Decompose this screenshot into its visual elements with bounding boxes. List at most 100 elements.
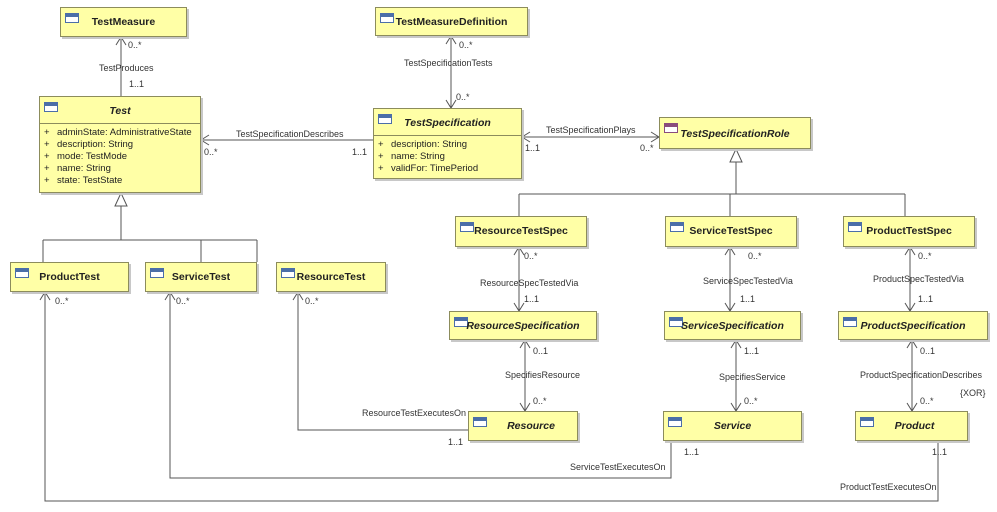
attribute: +mode: TestMode <box>44 151 128 162</box>
mult-describes-test: 0..* <box>204 147 218 157</box>
class-icon <box>843 317 857 327</box>
specifies-resource-arrow-top <box>519 339 531 349</box>
attribute: +adminState: AdministrativeState <box>44 127 192 138</box>
class-name: TestMeasure <box>91 16 156 28</box>
label-service-spec-tested-via: ServiceSpecTestedVia <box>703 276 793 286</box>
class-resource-test[interactable]: ResourceTest <box>276 262 386 292</box>
mult-plays-spec: 1..1 <box>525 143 540 153</box>
attribute: +description: String <box>44 139 134 150</box>
class-name: ProductSpecification <box>860 320 966 332</box>
mult-service-test: 0..* <box>176 296 190 306</box>
test-generalization-line <box>42 206 258 262</box>
mult-describes-spec: 1..1 <box>352 147 367 157</box>
class-icon <box>454 317 468 327</box>
mult-resource-spec-bottom: 0..1 <box>533 346 548 356</box>
class-test-specification-role[interactable]: TestSpecificationRole <box>659 117 811 149</box>
test-specification-plays-arrow-left <box>521 131 531 143</box>
mult-test-measure-definition: 0..* <box>459 40 473 50</box>
class-test[interactable]: Test +adminState: AdministrativeState +d… <box>39 96 201 193</box>
label-specifies-resource: SpecifiesResource <box>505 370 580 380</box>
class-name: TestSpecification <box>404 117 491 129</box>
class-resource-specification[interactable]: ResourceSpecification <box>449 311 597 340</box>
class-icon <box>460 222 474 232</box>
mult-resource-executes: 1..1 <box>448 437 463 447</box>
mult-product-spec-top: 1..1 <box>918 294 933 304</box>
class-icon <box>668 417 682 427</box>
class-product-test-spec[interactable]: ProductTestSpec <box>843 216 975 247</box>
class-icon <box>380 13 394 23</box>
product-spec-tested-via-arrow-top <box>904 246 916 256</box>
attribute: +state: TestState <box>44 175 123 186</box>
label-test-produces: TestProduces <box>99 63 154 73</box>
interface-icon <box>664 123 678 133</box>
attribute: +description: String <box>378 139 468 150</box>
class-name: Product <box>894 420 935 432</box>
label-resource-test-executes-on: ResourceTestExecutesOn <box>362 408 466 418</box>
mult-product-spec-bottom: 0..1 <box>920 346 935 356</box>
role-generalization-triangle <box>729 147 743 163</box>
mult-service-test-spec: 0..* <box>748 251 762 261</box>
xor-constraint: {XOR} <box>960 388 986 398</box>
specifies-service-arrow-top <box>730 339 742 349</box>
class-service[interactable]: Service <box>663 411 802 441</box>
class-resource-test-spec[interactable]: ResourceTestSpec <box>455 216 587 247</box>
service-test-executes-on-arrow <box>164 291 176 301</box>
product-specification-describes-arrow-top <box>906 339 918 349</box>
service-test-executes-on-line <box>169 292 672 479</box>
class-icon <box>150 268 164 278</box>
mult-test-measure: 0..* <box>128 40 142 50</box>
resource-spec-tested-via-arrow-top <box>513 246 525 256</box>
class-product-specification[interactable]: ProductSpecification <box>838 311 988 340</box>
mult-plays-role: 0..* <box>640 143 654 153</box>
class-icon <box>65 13 79 23</box>
class-test-measure-definition[interactable]: TestMeasureDefinition <box>375 7 528 36</box>
mult-resource-spec-top: 1..1 <box>524 294 539 304</box>
class-test-specification[interactable]: TestSpecification +description: String +… <box>373 108 522 179</box>
class-service-test-spec[interactable]: ServiceTestSpec <box>665 216 797 247</box>
service-spec-tested-via-arrow-top <box>724 246 736 256</box>
class-name: ServiceTestSpec <box>689 225 773 237</box>
attribute-list: +description: String +name: String +vali… <box>374 135 521 175</box>
mult-product-test: 0..* <box>55 296 69 306</box>
label-resource-spec-tested-via: ResourceSpecTestedVia <box>480 278 578 288</box>
mult-resource-test-spec: 0..* <box>524 251 538 261</box>
class-test-measure[interactable]: TestMeasure <box>60 7 187 37</box>
mult-service-spec-bottom: 1..1 <box>744 346 759 356</box>
class-name: ServiceSpecification <box>681 320 784 332</box>
test-specification-tests-arrow-top <box>445 35 457 45</box>
attribute: +name: String <box>378 151 445 162</box>
class-icon <box>860 417 874 427</box>
class-product[interactable]: Product <box>855 411 968 441</box>
label-test-specification-plays: TestSpecificationPlays <box>546 125 636 135</box>
mult-product-test-spec: 0..* <box>918 251 932 261</box>
class-name: ProductTest <box>39 271 100 283</box>
role-generalization-line <box>518 162 906 216</box>
class-name: TestSpecificationRole <box>680 128 790 140</box>
class-name: ResourceTest <box>296 271 366 283</box>
mult-resource: 0..* <box>533 396 547 406</box>
class-icon <box>670 222 684 232</box>
attribute: +validFor: TimePeriod <box>378 163 479 174</box>
class-icon <box>281 268 295 278</box>
class-service-test[interactable]: ServiceTest <box>145 262 257 292</box>
class-product-test[interactable]: ProductTest <box>10 262 129 292</box>
class-icon <box>44 102 58 112</box>
class-name: ResourceTestSpec <box>474 225 568 237</box>
resource-test-executes-on-line <box>297 292 468 431</box>
class-name: Test <box>109 105 131 117</box>
class-icon <box>378 114 392 124</box>
class-icon <box>473 417 487 427</box>
resource-test-executes-on-arrow <box>292 291 304 301</box>
class-icon <box>848 222 862 232</box>
class-name: TestMeasureDefinition <box>395 16 508 28</box>
class-resource[interactable]: Resource <box>468 411 578 441</box>
test-produces-arrow <box>115 36 127 46</box>
label-product-spec-tested-via: ProductSpecTestedVia <box>873 274 964 284</box>
test-specification-describes-arrow <box>200 134 210 146</box>
label-specifies-service: SpecifiesService <box>719 372 786 382</box>
mult-resource-test: 0..* <box>305 296 319 306</box>
mult-service-spec-top: 1..1 <box>740 294 755 304</box>
class-service-specification[interactable]: ServiceSpecification <box>664 311 801 340</box>
